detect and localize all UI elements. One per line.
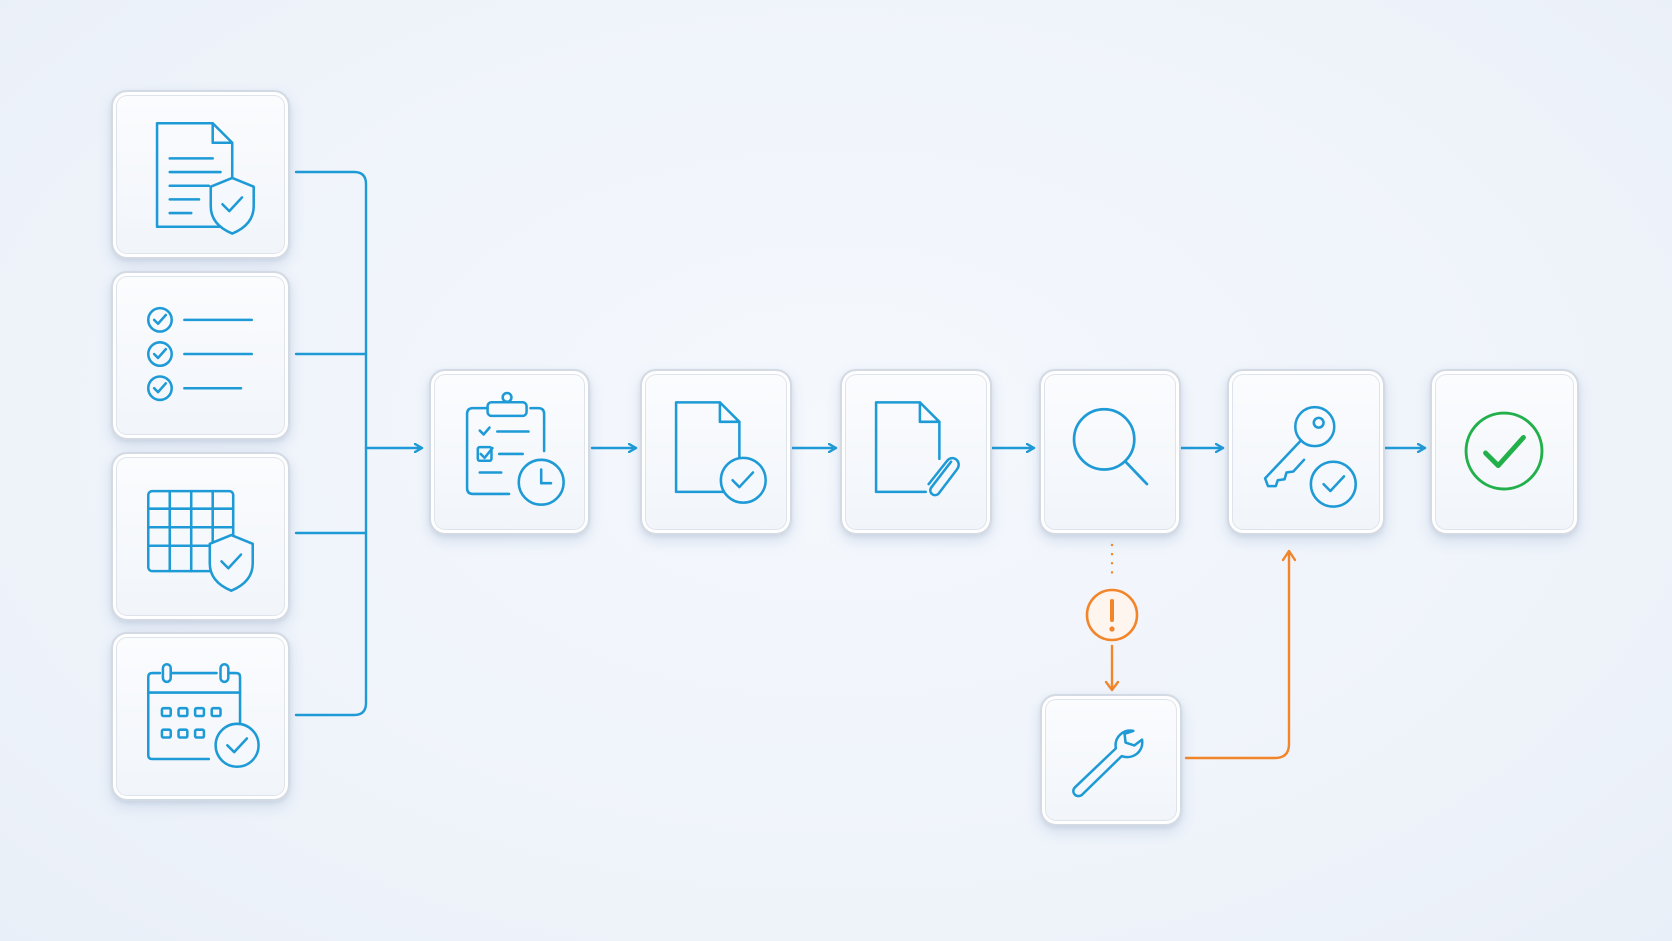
step-tile-inspection[interactable] — [1039, 369, 1181, 535]
input-connector-1 — [294, 170, 368, 450]
step-tile-access-granted[interactable] — [1227, 369, 1385, 535]
step-tile-review-pending[interactable] — [429, 369, 590, 535]
document-shield-icon — [155, 121, 255, 235]
input-tile-checklist[interactable] — [111, 271, 290, 440]
fix-step-tile[interactable] — [1040, 694, 1182, 826]
input-tile-policy-document[interactable] — [111, 90, 290, 259]
clipboard-clock-icon — [465, 391, 565, 506]
calendar-check-icon — [146, 662, 260, 769]
input-tile-data-table[interactable] — [111, 452, 290, 621]
return-arrowhead — [1281, 549, 1297, 562]
input-tile-calendar[interactable] — [111, 632, 290, 801]
return-connector — [1184, 552, 1291, 760]
input-connector-4 — [294, 446, 368, 717]
exclamation-icon — [1085, 588, 1139, 642]
key-check-icon — [1263, 405, 1357, 508]
step-tile-document-attached[interactable] — [840, 369, 992, 535]
magnifier-icon — [1072, 407, 1149, 486]
checklist-icon — [146, 306, 254, 402]
wrench-icon — [1072, 729, 1144, 798]
document-paperclip-icon — [874, 401, 960, 497]
document-check-icon — [674, 401, 767, 504]
step-tile-document-approved[interactable] — [640, 369, 792, 535]
success-check-icon — [1464, 411, 1544, 491]
table-shield-icon — [146, 489, 255, 592]
step-tile-complete[interactable] — [1430, 369, 1579, 535]
exception-arrowhead — [1104, 680, 1120, 692]
